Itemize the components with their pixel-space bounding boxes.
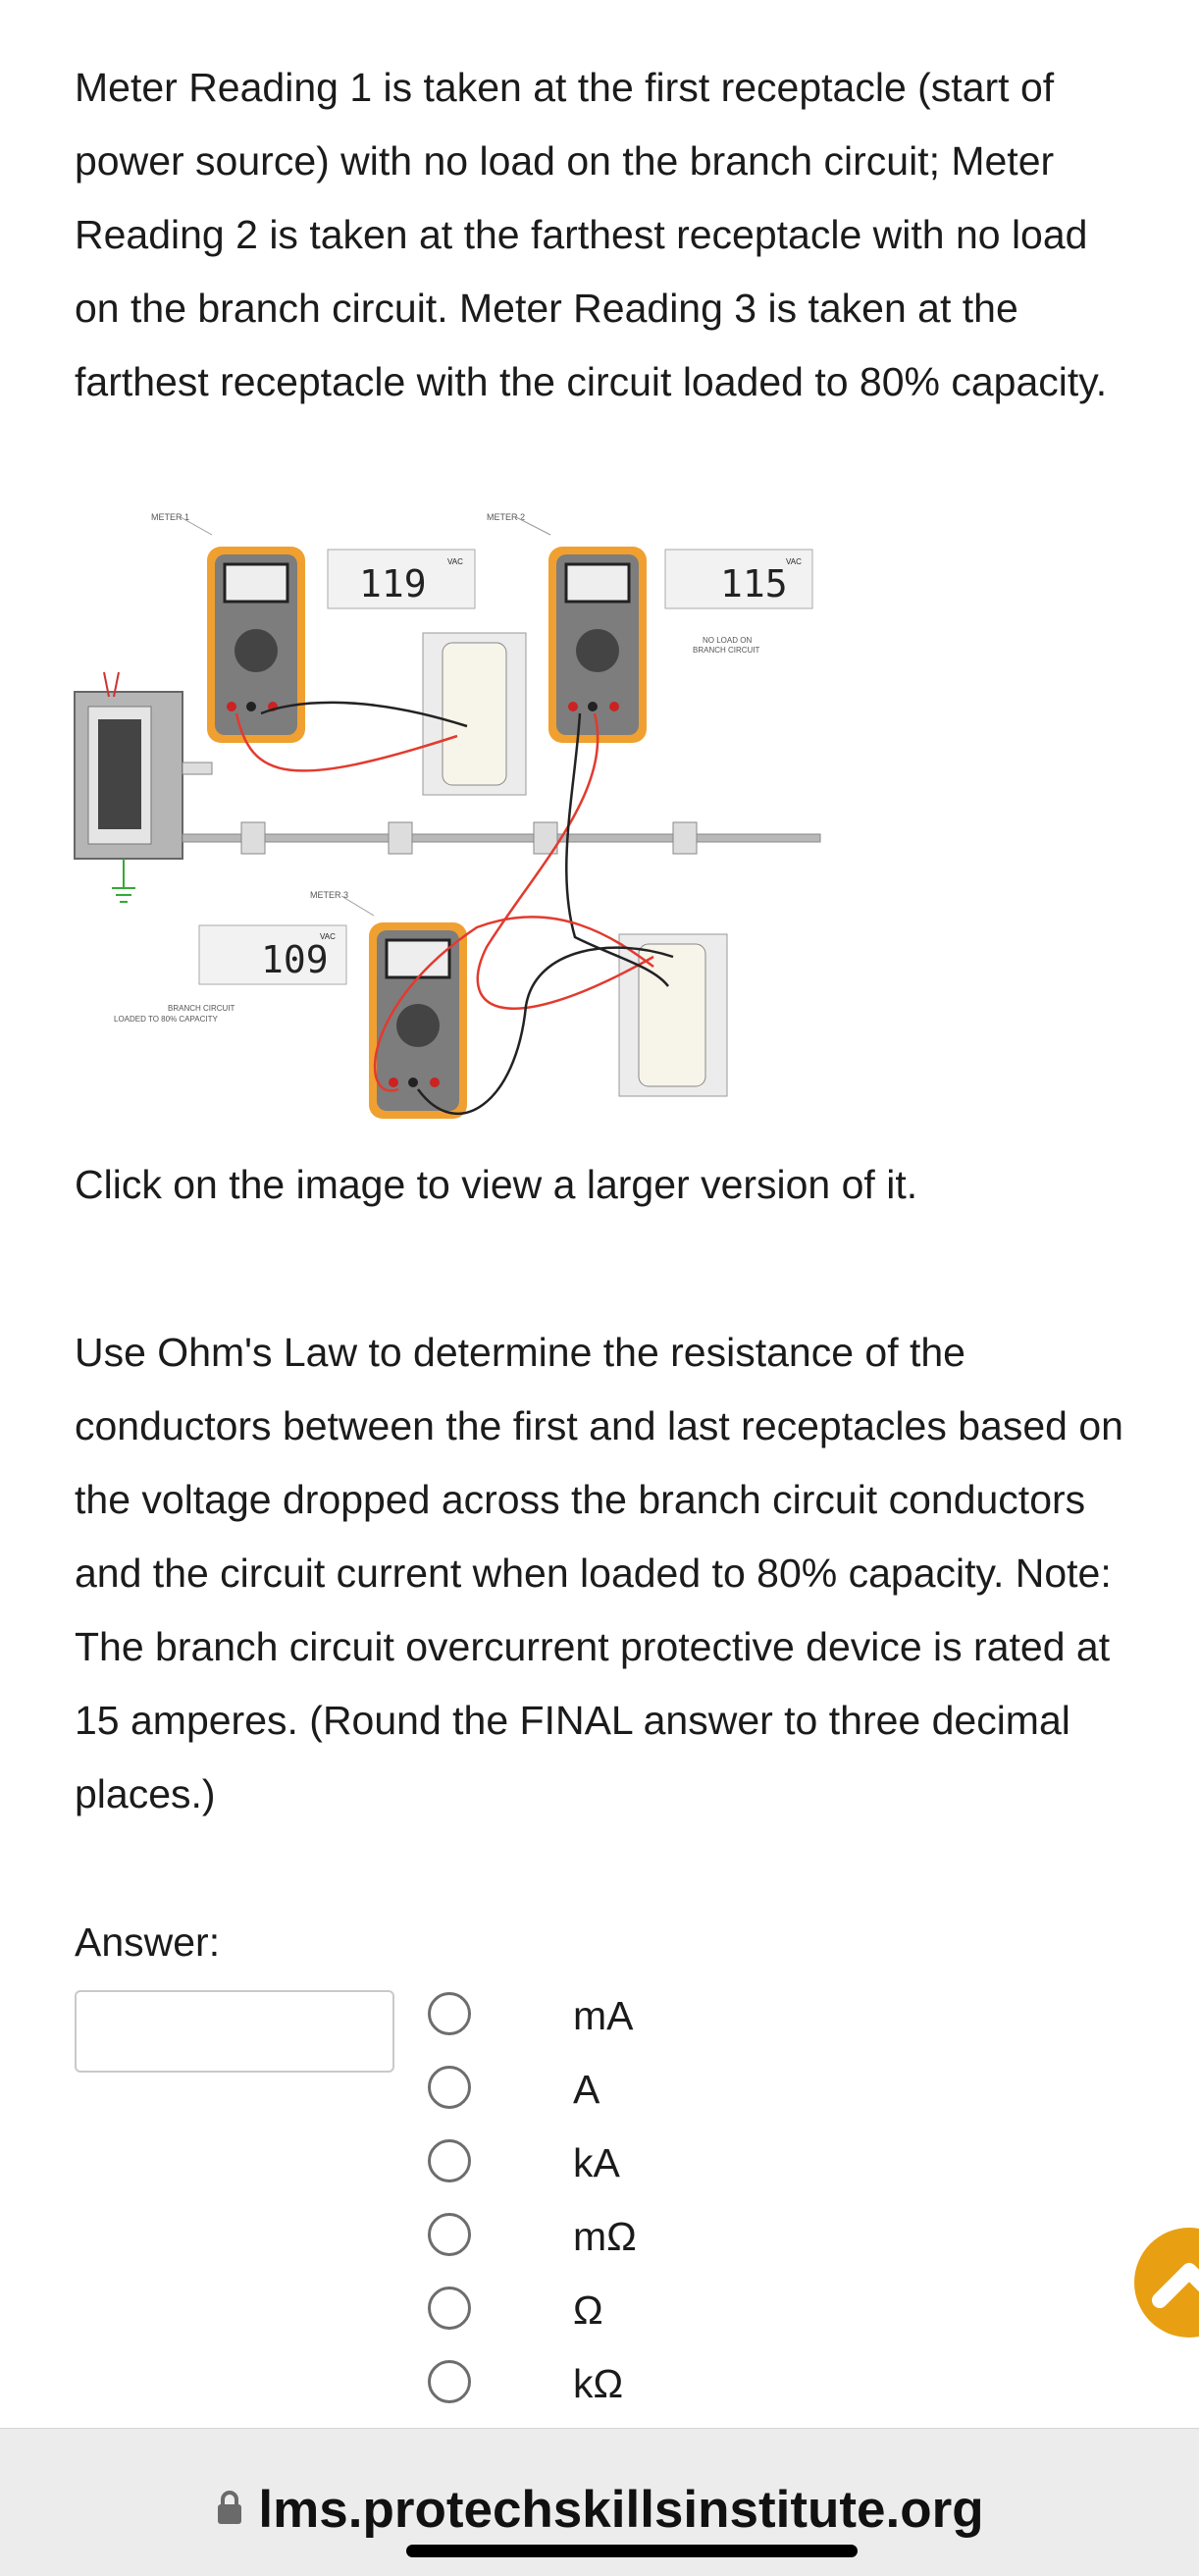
receptacle-1	[422, 632, 527, 796]
meter1-label: METER 1	[151, 512, 189, 522]
unit-option-ohm[interactable]: Ω	[428, 2281, 840, 2339]
radio-button[interactable]	[428, 2139, 471, 2182]
answer-label: Answer:	[75, 1919, 221, 1965]
meter-readings-diagram[interactable]: METER 1 METER 2	[65, 496, 830, 1143]
svg-text:NO LOAD ON: NO LOAD ON	[703, 636, 752, 645]
receptacle-2	[618, 933, 728, 1097]
unit-label: A	[573, 2067, 600, 2112]
svg-text:BRANCH CIRCUIT: BRANCH CIRCUIT	[168, 1004, 235, 1013]
reading-1-display: 119 VAC	[327, 549, 476, 609]
scroll-to-top-button[interactable]	[1134, 2228, 1199, 2338]
radio-button[interactable]	[428, 2213, 471, 2256]
unit-option-kohm[interactable]: kΩ	[428, 2354, 840, 2413]
electrical-panel	[74, 671, 213, 903]
unit-label: kA	[573, 2140, 620, 2185]
meter-3	[369, 922, 467, 1119]
chevron-up-icon	[1152, 2263, 1199, 2308]
meter-1	[207, 547, 305, 743]
meter-2	[548, 547, 647, 743]
unit-option-a[interactable]: A	[428, 2060, 840, 2119]
meter2-label: METER 2	[487, 512, 525, 522]
reading-3-value: 109	[261, 938, 329, 981]
meter3-label: METER 3	[310, 890, 348, 900]
radio-button[interactable]	[428, 1992, 471, 2035]
question-paragraph: Meter Reading 1 is taken at the first re…	[75, 65, 1108, 404]
reading-3-display: 109 VAC	[198, 924, 347, 985]
radio-button[interactable]	[428, 2066, 471, 2109]
reading-2-value: 115	[720, 562, 788, 605]
radio-button[interactable]	[428, 2287, 471, 2330]
lock-icon	[218, 2491, 242, 2524]
answer-input[interactable]	[75, 1990, 394, 2073]
unit-label: kΩ	[573, 2361, 624, 2406]
unit-label: mA	[573, 1993, 634, 2038]
reading-2-display: 115 VAC	[664, 549, 813, 609]
unit-option-ma[interactable]: mA	[428, 1986, 840, 2045]
unit-label: Ω	[573, 2287, 603, 2333]
unit-option-ka[interactable]: kA	[428, 2133, 840, 2192]
svg-text:BRANCH CIRCUIT: BRANCH CIRCUIT	[693, 646, 760, 655]
svg-text:VAC: VAC	[320, 932, 336, 941]
image-caption: Click on the image to view a larger vers…	[75, 1162, 918, 1207]
url-text: lms.protechskillsinstitute.org	[258, 2481, 984, 2539]
radio-button[interactable]	[428, 2360, 471, 2403]
question-paragraph-2: Use Ohm's Law to determine the resistanc…	[75, 1330, 1123, 1816]
browser-address-bar[interactable]: lms.protechskillsinstitute.org	[0, 2428, 1199, 2576]
home-indicator	[406, 2545, 858, 2557]
svg-text:VAC: VAC	[786, 557, 802, 566]
svg-text:VAC: VAC	[447, 557, 463, 566]
unit-option-mohm[interactable]: mΩ	[428, 2207, 840, 2266]
unit-label: mΩ	[573, 2214, 637, 2259]
svg-text:LOADED TO 80% CAPACITY: LOADED TO 80% CAPACITY	[114, 1015, 218, 1024]
reading-1-value: 119	[359, 562, 427, 605]
